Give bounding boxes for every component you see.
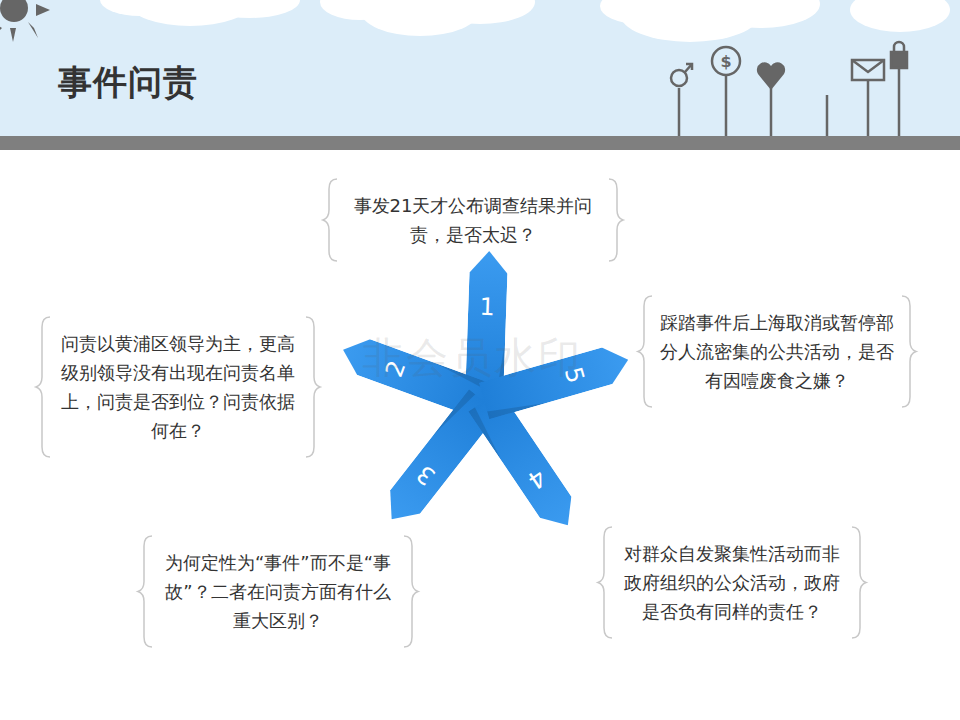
callout-number: 1 <box>467 287 508 326</box>
question-text: 为何定性为“事件”而不是“事故”？二者在问责方面有什么重大区别？ <box>158 548 398 635</box>
slide-title: 事件问责 <box>58 60 198 106</box>
question-callout: 为何定性为“事件”而不是“事故”？二者在问责方面有什么重大区别？ <box>138 534 418 649</box>
question-text: 踩踏事件后上海取消或暂停部分人流密集的公共活动，是否有因噎废食之嫌？ <box>658 308 896 395</box>
question-text: 对群众自发聚集性活动而非政府组织的公众活动，政府是否负有同样的责任？ <box>618 539 846 626</box>
question-callout: 对群众自发聚集性活动而非政府组织的公众活动，政府是否负有同样的责任？ <box>598 525 866 640</box>
question-text: 问责以黄浦区领导为主，更高级别领导没有出现在问责名单上，问责是否到位？问责依据何… <box>56 329 300 445</box>
question-callout: 事发21天才公布调查结果并问责，是否太迟？ <box>323 177 623 263</box>
question-callout: 踩踏事件后上海取消或暂停部分人流密集的公共活动，是否有因噎废食之嫌？ <box>638 294 916 409</box>
brace-outline <box>323 177 623 263</box>
question-callout: 问责以黄浦区领导为主，更高级别领导没有出现在问责名单上，问责是否到位？问责依据何… <box>36 315 320 459</box>
svg-text:$: $ <box>720 52 731 71</box>
pinwheel-blade: 4 <box>468 390 583 536</box>
question-text: 事发21天才公布调查结果并问责，是否太迟？ <box>343 191 603 249</box>
